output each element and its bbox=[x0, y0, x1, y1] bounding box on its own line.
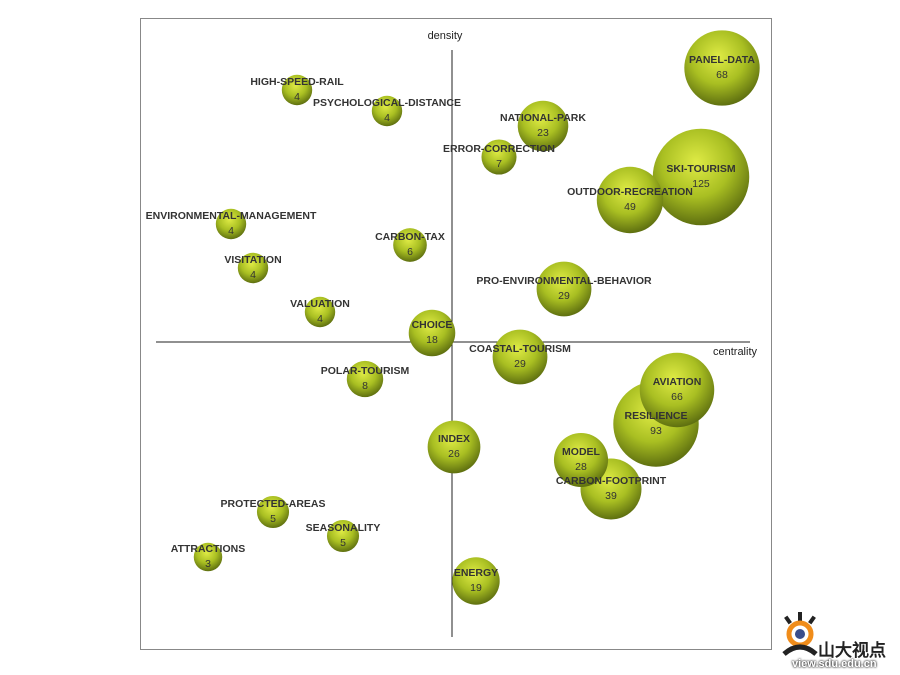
y-axis-label: density bbox=[428, 30, 463, 42]
bubble-count: 28 bbox=[575, 461, 587, 473]
bubble-mark bbox=[393, 228, 427, 262]
bubble-mark bbox=[536, 261, 592, 317]
bubble-mark bbox=[256, 495, 290, 529]
bubble-mark bbox=[281, 74, 313, 106]
bubble-label: ERROR-CORRECTION bbox=[443, 143, 555, 155]
bubble-label: VALUATION bbox=[290, 298, 350, 310]
bubble-count: 49 bbox=[624, 201, 636, 213]
bubble-count: 5 bbox=[340, 537, 346, 549]
bubble-count: 26 bbox=[448, 448, 460, 460]
bubble-label: ENERGY bbox=[454, 567, 498, 579]
bubble-label: ENVIRONMENTAL-MANAGEMENT bbox=[146, 210, 317, 222]
watermark-logo bbox=[780, 610, 900, 675]
bubble-mark bbox=[346, 360, 384, 398]
bubble-label: RESILIENCE bbox=[624, 410, 687, 422]
bubble-mark bbox=[193, 542, 223, 572]
bubble-label: NATIONAL-PARK bbox=[500, 112, 586, 124]
bubble-label: PROTECTED-AREAS bbox=[220, 498, 325, 510]
bubble-mark bbox=[639, 352, 715, 428]
bubble-mark bbox=[215, 208, 247, 240]
bubble-label: MODEL bbox=[562, 446, 601, 458]
bubble-mark bbox=[492, 329, 548, 385]
bubble-count: 18 bbox=[426, 334, 438, 346]
bubble-mark bbox=[684, 30, 760, 106]
bubble-count: 6 bbox=[407, 246, 413, 258]
bubble-label: ATTRACTIONS bbox=[171, 543, 245, 555]
bubble-count: 39 bbox=[605, 490, 617, 502]
bubble-count: 23 bbox=[537, 127, 549, 139]
bubble-count: 4 bbox=[294, 91, 300, 103]
bubble-label: CARBON-TAX bbox=[375, 231, 445, 243]
bubble-count: 68 bbox=[716, 69, 728, 81]
bubble-label: VISITATION bbox=[224, 254, 281, 266]
bubble-mark bbox=[304, 296, 336, 328]
bubble-label: PANEL-DATA bbox=[689, 54, 755, 66]
bubble-label: PSYCHOLOGICAL-DISTANCE bbox=[313, 97, 461, 109]
chart-frame bbox=[140, 18, 772, 650]
x-axis-label: centrality bbox=[713, 346, 758, 358]
bubble-mark bbox=[452, 557, 500, 605]
watermark-text: 山大视点 bbox=[818, 641, 886, 661]
bubble-count: 93 bbox=[650, 425, 662, 437]
bubble-label: POLAR-TOURISM bbox=[321, 365, 410, 377]
bubble-count: 29 bbox=[558, 290, 570, 302]
bubble-count: 8 bbox=[362, 380, 368, 392]
bubble-count: 5 bbox=[270, 513, 276, 525]
bubble-layer bbox=[193, 30, 760, 605]
watermark-url: view.sdu.edu.cn bbox=[792, 658, 877, 670]
bubble-label: CHOICE bbox=[412, 319, 453, 331]
bubble-mark bbox=[237, 252, 269, 284]
bubble-mark bbox=[427, 420, 481, 474]
bubble-label: SEASONALITY bbox=[306, 522, 381, 534]
bubble-label: OUTDOOR-RECREATION bbox=[567, 186, 693, 198]
bubble-count: 3 bbox=[205, 558, 211, 570]
bubble-mark bbox=[517, 100, 569, 152]
bubble-count: 4 bbox=[384, 112, 390, 124]
bubble-mark bbox=[371, 95, 403, 127]
bubble-mark bbox=[326, 519, 360, 553]
bubble-mark bbox=[652, 128, 750, 226]
bubble-count: 66 bbox=[671, 391, 683, 403]
bubble-mark bbox=[481, 139, 517, 175]
bubble-count: 29 bbox=[514, 358, 526, 370]
bubble-mark bbox=[596, 166, 664, 234]
bubble-count: 4 bbox=[250, 269, 256, 281]
eye-logo-icon bbox=[782, 612, 818, 656]
bubble-label: PRO-ENVIRONMENTAL-BEHAVIOR bbox=[476, 275, 652, 287]
bubble-label: INDEX bbox=[438, 433, 470, 445]
bubble-label: CARBON-FOOTPRINT bbox=[556, 475, 667, 487]
bubble-count: 19 bbox=[470, 582, 482, 594]
bubble-count: 4 bbox=[317, 313, 323, 325]
bubble-label-layer: PANEL-DATA68SKI-TOURISM125OUTDOOR-RECREA… bbox=[146, 54, 756, 594]
bubble-label: SKI-TOURISM bbox=[666, 163, 735, 175]
bubble-label: HIGH-SPEED-RAIL bbox=[250, 76, 344, 88]
bubble-label: AVIATION bbox=[653, 376, 702, 388]
bubble-count: 125 bbox=[692, 178, 710, 190]
bubble-label: COASTAL-TOURISM bbox=[469, 343, 571, 355]
bubble-count: 7 bbox=[496, 158, 502, 170]
bubble-mark bbox=[553, 432, 609, 488]
bubble-mark bbox=[408, 309, 456, 357]
bubble-count: 4 bbox=[228, 225, 234, 237]
